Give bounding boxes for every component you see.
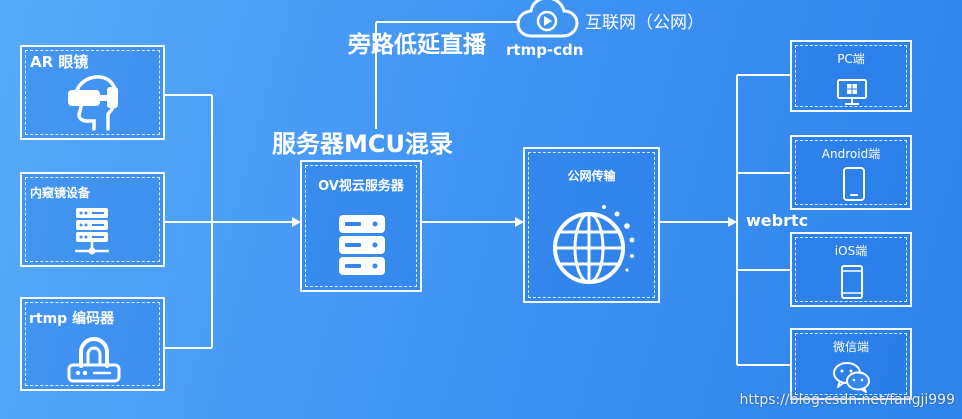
watermark: https://blog.csdn.net/fangji999: [739, 392, 955, 408]
client-wechat: 微信端: [790, 328, 912, 400]
ar-headset-icon: [68, 75, 118, 131]
source-ar-glasses: AR 眼镜: [20, 45, 165, 140]
server-icon: [339, 215, 385, 275]
server-rack-icon: [75, 208, 109, 255]
arrowhead-to-mcu: [292, 217, 301, 227]
source-rtmp-encoder-label: rtmp 编码器: [29, 311, 115, 327]
source-ar-glasses-label: AR 眼镜: [30, 53, 89, 71]
cloud-label: 互联网（公网）: [585, 13, 704, 33]
transport-node: 公网传输: [523, 147, 660, 303]
arrowhead-to-clients: [728, 217, 737, 227]
globe-icon: [553, 205, 635, 284]
client-android: Android端: [790, 135, 912, 210]
mcu-server-node: OV视云服务器: [300, 160, 422, 292]
source-endoscope-device: 内窥镜设备: [20, 172, 165, 267]
cloud-play-icon: [516, 0, 579, 38]
iphone-icon: [841, 265, 863, 299]
protocol-label: webrtc: [746, 211, 809, 230]
mcu-server-label: OV视云服务器: [318, 179, 404, 194]
client-ios: iOS端: [790, 232, 912, 307]
wechat-icon: [833, 362, 870, 393]
mcu-caption: 服务器MCU混录: [272, 130, 453, 158]
client-pc-label: PC端: [837, 52, 865, 66]
client-pc: PC端: [790, 40, 912, 112]
encoder-router-icon: [67, 337, 121, 383]
source-rtmp-encoder: rtmp 编码器: [20, 297, 165, 391]
client-android-label: Android端: [821, 147, 881, 161]
cloud-sublabel: rtmp-cdn: [506, 41, 584, 59]
bypass-caption: 旁路低延直播: [348, 32, 486, 58]
transport-label: 公网传输: [567, 169, 616, 183]
client-ios-label: iOS端: [834, 244, 868, 258]
arrowhead-to-transport: [515, 217, 524, 227]
android-phone-icon: [843, 167, 865, 201]
client-wechat-label: 微信端: [832, 340, 869, 354]
windows-monitor-icon: [837, 79, 867, 105]
source-endoscope-label: 内窥镜设备: [30, 186, 91, 200]
